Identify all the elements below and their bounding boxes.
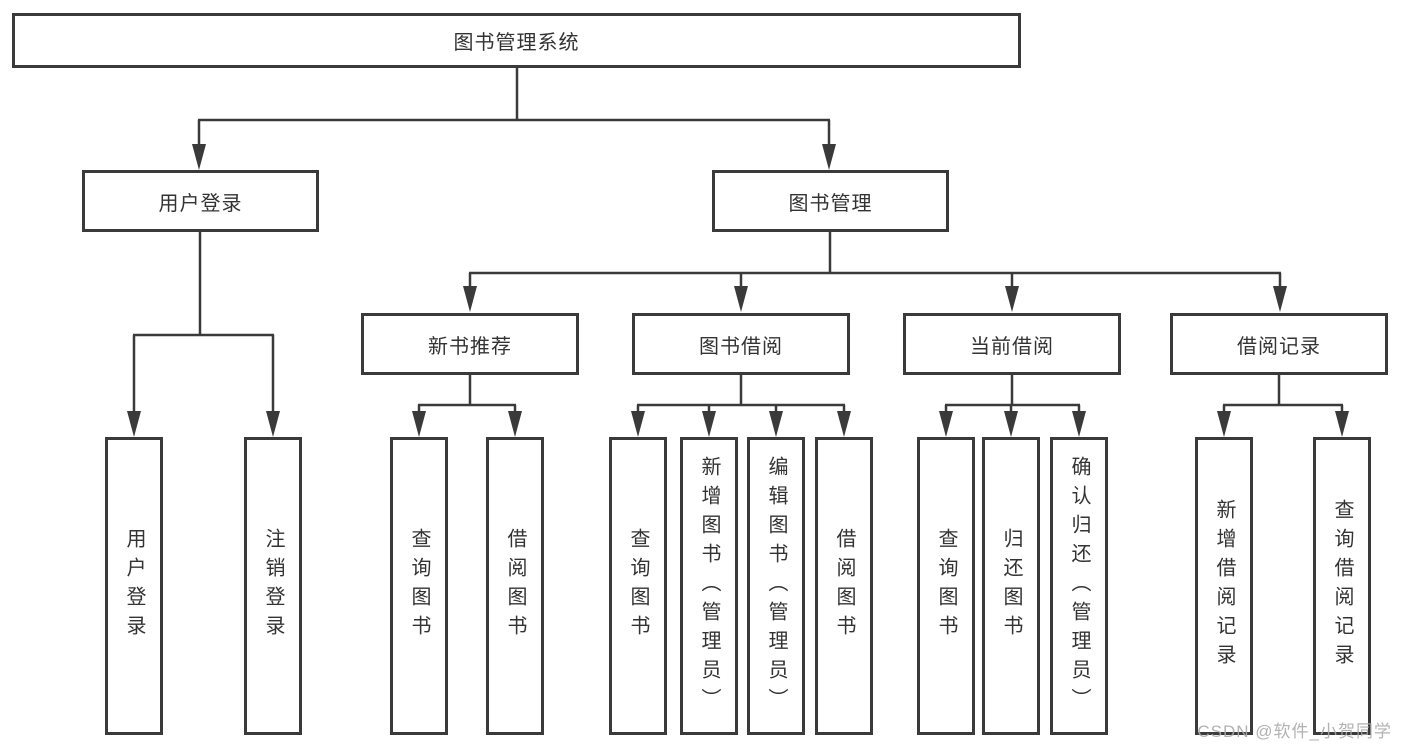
leaf-confirm-return-admin: 确认归还（管理员） — [1050, 437, 1108, 735]
node-new-book-recommend: 新书推荐 — [361, 313, 579, 375]
leaf-query-books-current: 查询图书 — [917, 437, 975, 735]
leaf-borrow-books-recommend: 借阅图书 — [486, 437, 544, 735]
leaf-logout: 注销登录 — [244, 437, 302, 735]
leaf-query-borrow-record: 查询借阅记录 — [1313, 437, 1371, 735]
leaf-borrow-books: 借阅图书 — [815, 437, 873, 735]
csdn-watermark: CSDN @软件_小贺同学 — [1197, 722, 1392, 741]
leaf-add-borrow-record: 新增借阅记录 — [1195, 437, 1253, 735]
node-user-login: 用户登录 — [82, 170, 319, 232]
node-book-management: 图书管理 — [712, 170, 949, 232]
leaf-user-login: 用户登录 — [105, 437, 163, 735]
node-library-management-system: 图书管理系统 — [12, 13, 1021, 68]
leaf-add-book-admin: 新增图书（管理员） — [680, 437, 738, 735]
arrowheads — [127, 144, 1349, 437]
node-current-borrow: 当前借阅 — [903, 313, 1121, 375]
leaf-edit-book-admin: 编辑图书（管理员） — [747, 437, 805, 735]
leaf-query-books-recommend: 查询图书 — [390, 437, 448, 735]
leaf-return-book: 归还图书 — [982, 437, 1040, 735]
node-book-borrow: 图书借阅 — [632, 313, 850, 375]
leaf-query-books-borrow: 查询图书 — [609, 437, 667, 735]
node-borrow-records: 借阅记录 — [1170, 313, 1388, 375]
